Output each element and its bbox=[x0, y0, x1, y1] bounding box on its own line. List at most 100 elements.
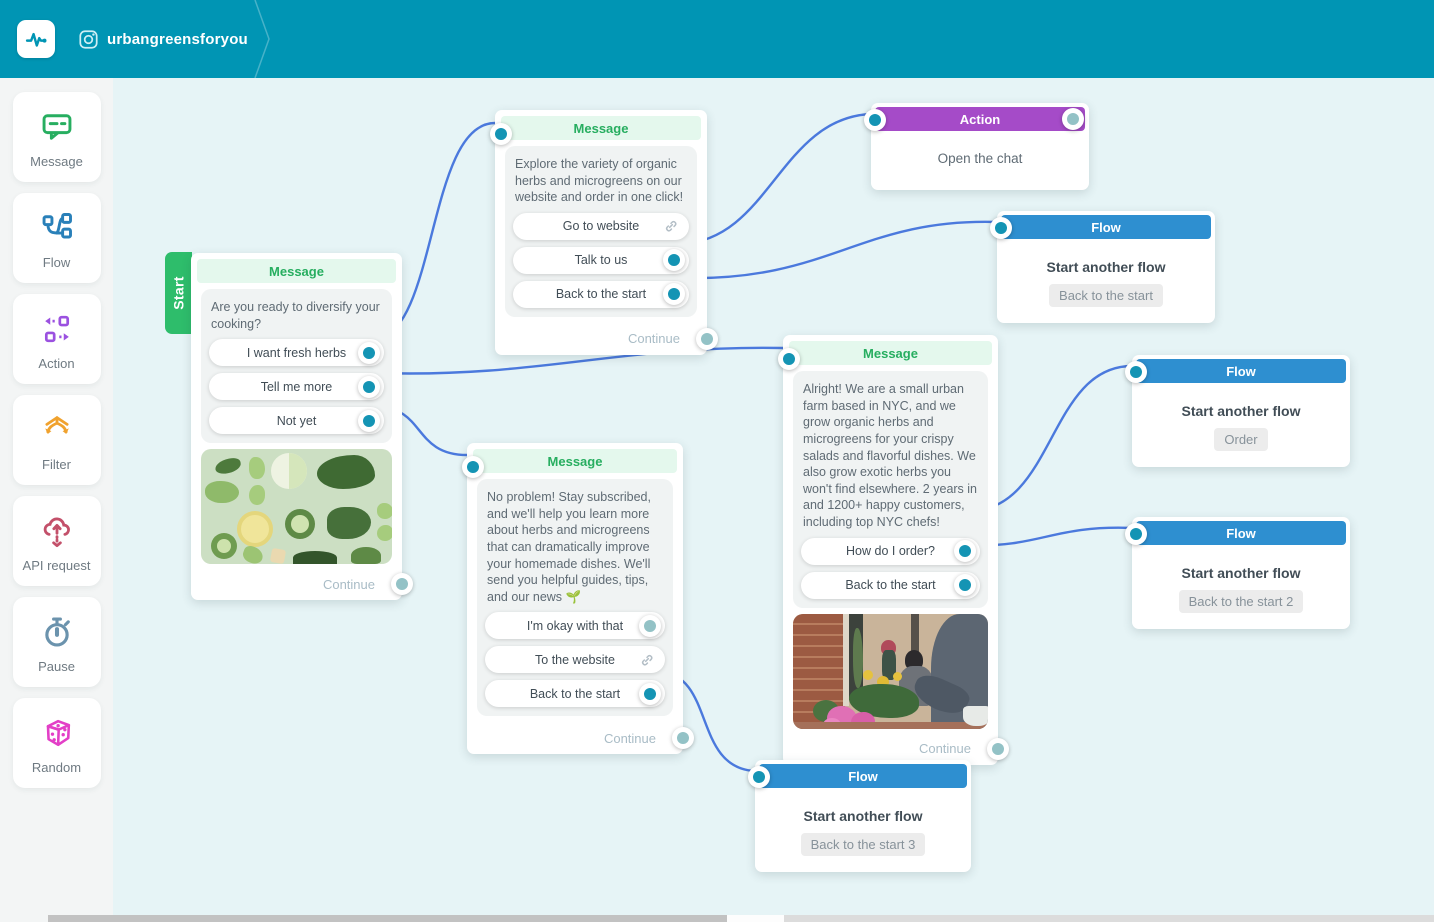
palette-item-pause[interactable]: Pause bbox=[12, 597, 101, 687]
message-node-start[interactable]: Message Are you ready to diversify your … bbox=[191, 253, 413, 601]
node-footer: Continue bbox=[191, 568, 413, 600]
output-port[interactable] bbox=[954, 574, 976, 597]
palette-item-label: API request bbox=[22, 558, 91, 573]
quick-reply-button[interactable]: Back to the start bbox=[801, 571, 980, 599]
flow-title: Start another flow bbox=[1181, 403, 1301, 419]
palette-item-random[interactable]: Random bbox=[12, 698, 101, 788]
flow-title: Start another flow bbox=[803, 808, 923, 824]
continue-port[interactable] bbox=[696, 327, 718, 350]
button-label: Not yet bbox=[276, 413, 317, 428]
flow-node-header[interactable]: Flow bbox=[1125, 359, 1346, 383]
action-node-open-chat[interactable]: Action Open the chat bbox=[864, 103, 1089, 190]
button-label: To the website bbox=[535, 652, 615, 667]
continue-label: Continue bbox=[322, 576, 375, 592]
instagram-icon bbox=[79, 29, 98, 49]
quick-reply-button[interactable]: Talk to us bbox=[513, 246, 689, 274]
start-tab[interactable]: Start bbox=[165, 252, 192, 334]
quick-reply-button[interactable]: I want fresh herbs bbox=[209, 339, 384, 367]
url-button[interactable]: Go to website bbox=[513, 212, 689, 240]
message-bubble: Explore the variety of organic herbs and… bbox=[505, 146, 697, 317]
button-label: Back to the start bbox=[555, 287, 647, 302]
action-output-port[interactable] bbox=[1062, 108, 1084, 130]
palette-item-filter[interactable]: Filter bbox=[12, 395, 101, 485]
output-port[interactable] bbox=[663, 283, 685, 306]
flow-node-header[interactable]: Flow bbox=[748, 764, 967, 788]
palette-item-label: Message bbox=[30, 154, 83, 169]
message-node-website[interactable]: Message Explore the variety of organic h… bbox=[490, 110, 718, 355]
flow-node-body: Start another flow Back to the start 2 bbox=[1132, 549, 1350, 629]
app-logo[interactable] bbox=[17, 20, 55, 58]
output-port[interactable] bbox=[639, 682, 661, 705]
message-node-subscribe[interactable]: Message No problem! Stay subscribed, and… bbox=[462, 443, 694, 755]
input-port[interactable] bbox=[990, 217, 1012, 239]
palette-item-label: Random bbox=[31, 760, 82, 775]
api-request-icon bbox=[39, 513, 75, 549]
continue-port[interactable] bbox=[391, 573, 413, 596]
flow-node-header[interactable]: Flow bbox=[1125, 521, 1346, 545]
action-node-header[interactable]: Action bbox=[864, 107, 1085, 131]
input-port[interactable] bbox=[1125, 361, 1147, 383]
link-icon bbox=[664, 219, 678, 233]
quick-reply-button[interactable]: How do I order? bbox=[801, 537, 980, 565]
message-bubble: No problem! Stay subscribed, and we'll h… bbox=[477, 479, 673, 717]
palette-item-flow[interactable]: Flow bbox=[12, 193, 101, 283]
node-type-label: Message bbox=[269, 263, 324, 279]
flow-node-body: Start another flow Back to the start 3 bbox=[755, 792, 971, 872]
continue-label: Continue bbox=[627, 331, 680, 347]
input-port[interactable] bbox=[748, 766, 770, 788]
output-port[interactable] bbox=[358, 341, 380, 364]
node-type-label: Flow bbox=[1226, 363, 1256, 379]
output-port[interactable] bbox=[954, 540, 976, 563]
button-label: I'm okay with that bbox=[526, 618, 624, 633]
output-port[interactable] bbox=[358, 409, 380, 432]
quick-reply-button[interactable]: Not yet bbox=[209, 407, 384, 435]
wire-talk-to-us bbox=[679, 112, 873, 246]
continue-port[interactable] bbox=[987, 737, 1009, 760]
message-node-header[interactable]: Message bbox=[778, 341, 992, 370]
message-bubble: Are you ready to diversify your cooking?… bbox=[201, 289, 392, 444]
flow-title: Start another flow bbox=[1046, 259, 1166, 275]
output-port[interactable] bbox=[663, 249, 685, 272]
palette-item-message[interactable]: Message bbox=[12, 92, 101, 182]
input-port[interactable] bbox=[1125, 523, 1147, 545]
quick-reply-button[interactable]: Tell me more bbox=[209, 373, 384, 401]
horizontal-scrollbar-thumb[interactable] bbox=[48, 915, 727, 922]
gardening-image bbox=[793, 613, 988, 729]
palette-item-api-request[interactable]: API request bbox=[12, 496, 101, 586]
palette-item-label: Filter bbox=[42, 457, 71, 472]
message-text: Are you ready to diversify your cooking? bbox=[211, 300, 380, 331]
node-palette-sidebar: Message Flow Action Filter API request bbox=[0, 78, 113, 922]
output-port[interactable] bbox=[639, 614, 661, 637]
output-port[interactable] bbox=[358, 375, 380, 398]
message-node-header[interactable]: Message bbox=[490, 116, 701, 145]
quick-reply-button[interactable]: I'm okay with that bbox=[485, 612, 665, 640]
quick-reply-button[interactable]: Back to the start bbox=[485, 680, 665, 708]
message-text: No problem! Stay subscribed, and we'll h… bbox=[487, 490, 651, 604]
quick-reply-button[interactable]: Back to the start bbox=[513, 280, 689, 308]
url-button[interactable]: To the website bbox=[485, 646, 665, 674]
vegetables-image bbox=[201, 449, 392, 565]
flow-node-header[interactable]: Flow bbox=[990, 215, 1211, 239]
flow-node-back-to-start-2[interactable]: Flow Start another flow Back to the star… bbox=[1125, 517, 1350, 629]
account-name: urbangreensforyou bbox=[107, 30, 248, 48]
pause-icon bbox=[39, 614, 75, 650]
input-port[interactable] bbox=[864, 109, 886, 131]
wire-back-to-start-1 bbox=[679, 220, 999, 280]
action-icon bbox=[39, 311, 75, 347]
flow-node-back-to-start[interactable]: Flow Start another flow Back to the star… bbox=[990, 211, 1215, 323]
continue-port[interactable] bbox=[672, 727, 694, 750]
message-node-header[interactable]: Message bbox=[462, 449, 677, 478]
filter-icon bbox=[39, 412, 75, 448]
continue-label: Continue bbox=[918, 741, 971, 757]
connected-account[interactable]: urbangreensforyou bbox=[79, 29, 248, 49]
message-node-header[interactable]: Message bbox=[197, 259, 396, 283]
input-port[interactable] bbox=[462, 456, 484, 478]
node-type-label: Message bbox=[547, 453, 603, 469]
input-port[interactable] bbox=[778, 348, 800, 370]
message-node-about[interactable]: Message Alright! We are a small urban fa… bbox=[778, 335, 1009, 765]
flow-node-order[interactable]: Flow Start another flow Order bbox=[1125, 355, 1350, 467]
input-port[interactable] bbox=[490, 123, 512, 145]
palette-item-action[interactable]: Action bbox=[12, 294, 101, 384]
flow-node-back-to-start-3[interactable]: Flow Start another flow Back to the star… bbox=[748, 760, 971, 872]
node-type-label: Flow bbox=[1226, 525, 1256, 541]
